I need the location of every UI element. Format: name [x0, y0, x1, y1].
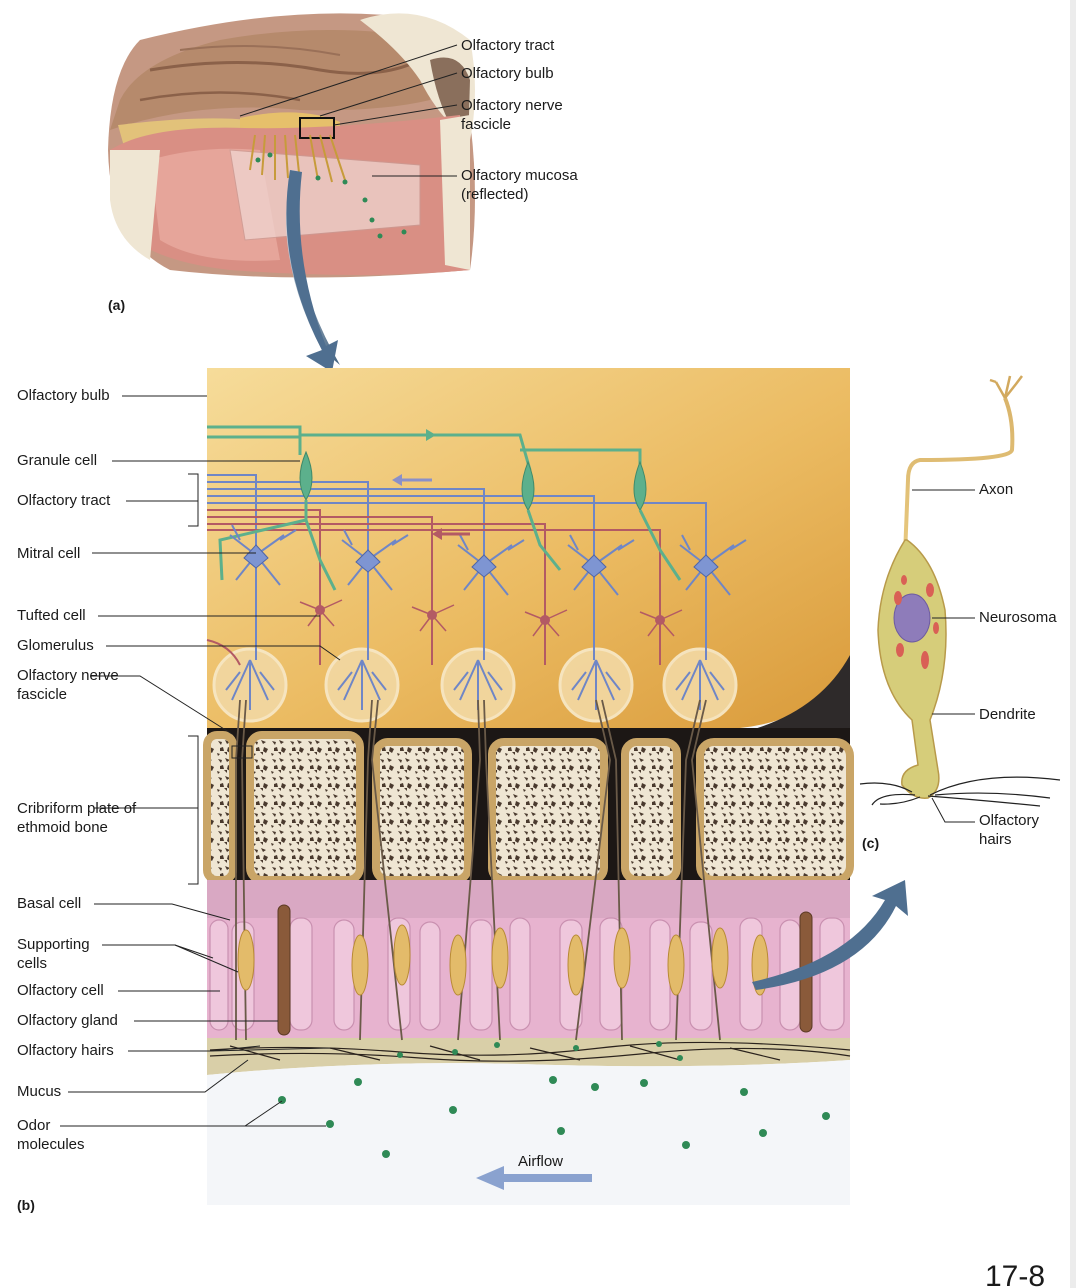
label-a-olfactory-tract: Olfactory tract: [461, 37, 555, 54]
granule-cells: [299, 450, 647, 511]
label-b-granule-cell: Granule cell: [17, 452, 98, 469]
panel-a-tag: (a): [108, 297, 126, 313]
label-b-odor-molecules: Odor molecules: [17, 1117, 85, 1153]
label-b-basal-cell: Basal cell: [17, 895, 82, 912]
receptor-axons: [235, 699, 721, 1041]
label-b-olfactory-hairs: Olfactory hairs: [17, 1042, 114, 1059]
label-b-olfactory-bulb: Olfactory bulb: [17, 387, 110, 404]
glomerular-tufts: [225, 659, 725, 710]
panel-a-leaders: [239, 44, 458, 177]
label-b-olfactory-cell: Olfactory cell: [17, 982, 104, 999]
label-a-mucosa: Olfactory mucosa (reflected): [461, 167, 578, 203]
panel-b-leaders: [60, 395, 341, 1127]
label-b-olfactory-tract: Olfactory tract: [17, 492, 111, 509]
panel-c-tag: (c): [862, 835, 880, 851]
label-c-axon: Axon: [979, 481, 1014, 498]
olfactory-cells: [237, 924, 769, 996]
label-b-cribriform: Cribriform plate of ethmoid bone: [17, 800, 137, 836]
cribriform-bone: [203, 731, 854, 884]
panel-b-tag: (b): [17, 1197, 35, 1213]
tract-axons-tufted: [206, 509, 661, 666]
mitral-cells: [229, 524, 747, 596]
panel-c-arrow: [752, 880, 908, 990]
label-b-glomerulus: Glomerulus: [17, 637, 94, 654]
label-b-airflow: Airflow: [518, 1153, 564, 1170]
label-c-olfactory-hairs: Olfactory hairs: [979, 812, 1040, 848]
panel-a-art: [108, 13, 475, 372]
scrollbar[interactable]: [1070, 0, 1076, 1288]
odor-molecules: [278, 1041, 830, 1158]
label-a-nerve-fascicle: Olfactory nerve fascicle: [461, 97, 563, 133]
label-b-olfactory-gland: Olfactory gland: [17, 1012, 118, 1029]
panel-b-art: [203, 368, 854, 1205]
panel-c-art: [859, 375, 1061, 807]
panel-c-leaders: [912, 489, 975, 823]
tufted-cells: [299, 599, 683, 637]
label-b-tufted-cell: Tufted cell: [17, 607, 86, 624]
label-a-olfactory-bulb: Olfactory bulb: [461, 65, 554, 82]
slide-number: 17-8: [985, 1260, 1046, 1288]
signal-arrows: [392, 429, 592, 1190]
granule-dendrites: [218, 500, 682, 591]
label-b-nerve-fascicle: Olfactory nerve fascicle: [17, 667, 119, 703]
label-b-mucus: Mucus: [17, 1083, 62, 1100]
label-c-dendrite: Dendrite: [979, 706, 1036, 723]
label-c-neurosoma: Neurosoma: [979, 609, 1057, 626]
label-b-supporting-cells: Supporting cells: [17, 936, 90, 972]
label-b-mitral-cell: Mitral cell: [17, 545, 81, 562]
